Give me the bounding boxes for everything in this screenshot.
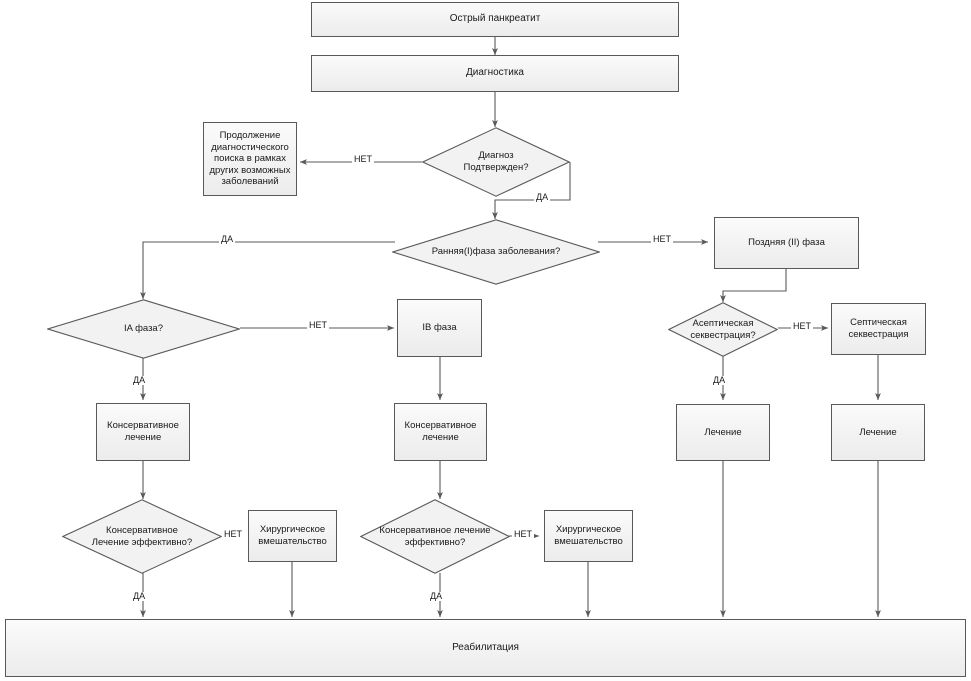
- node-label: IB фаза: [422, 322, 457, 334]
- node-diagnosis-confirmed[interactable]: Диагноз Подтвержден?: [422, 127, 570, 197]
- node-label: Поздняя (II) фаза: [748, 237, 825, 249]
- node-label: Реабилитация: [452, 641, 519, 653]
- edge-label-conservative-ia-no: НЕТ: [222, 529, 244, 539]
- node-phase-ia[interactable]: IA фаза?: [47, 299, 240, 359]
- edge-label-diagnosis-yes: ДА: [534, 192, 551, 202]
- node-aseptic-sequestration[interactable]: Асептическая секвестрация?: [668, 302, 778, 357]
- edge-label-aseptic-no: НЕТ: [791, 321, 813, 331]
- edge-label-early-phase-yes: ДА: [219, 234, 236, 244]
- node-label: Диагноз Подтвержден?: [463, 150, 529, 173]
- node-conservative-treatment-ib[interactable]: Консервативное лечение: [394, 403, 487, 461]
- node-septic-sequestration[interactable]: Септическая секвестрация: [831, 303, 926, 355]
- node-label: Хирургическое вмешательство: [258, 524, 327, 547]
- node-treatment-aseptic[interactable]: Лечение: [676, 404, 770, 461]
- edge-label-phase-ia-no: НЕТ: [307, 320, 329, 330]
- node-phase-ib[interactable]: IB фаза: [397, 299, 482, 357]
- node-label: Асептическая секвестрация?: [690, 317, 756, 341]
- node-label: Консервативное лечение: [404, 420, 477, 443]
- node-early-phase[interactable]: Ранняя(I)фаза заболевания?: [392, 219, 600, 285]
- node-label: Консервативное лечение: [107, 420, 179, 443]
- node-label: Септическая секвестрация: [848, 317, 909, 340]
- node-label: Продолжение диагностического поиска в ра…: [209, 130, 291, 188]
- edge-label-aseptic-yes: ДА: [711, 375, 728, 385]
- node-label: IA фаза?: [123, 323, 163, 335]
- node-conservative-effective-ia[interactable]: Консервативное Лечение эффективно?: [62, 499, 222, 574]
- node-label: Диагностика: [466, 67, 524, 79]
- node-label: Хирургическое вмешательство: [554, 524, 623, 547]
- edge-label-conservative-ia-yes: ДА: [131, 591, 148, 601]
- node-late-phase[interactable]: Поздняя (II) фаза: [714, 217, 859, 269]
- edge-label-early-phase-no: НЕТ: [651, 234, 673, 244]
- node-label: Консервативное лечение эффективно?: [379, 524, 491, 548]
- node-label: Ранняя(I)фаза заболевания?: [431, 246, 561, 258]
- node-rehabilitation[interactable]: Реабилитация: [5, 619, 966, 677]
- node-conservative-effective-ib[interactable]: Консервативное лечение эффективно?: [360, 499, 510, 574]
- node-treatment-septic[interactable]: Лечение: [831, 404, 925, 461]
- node-acute-pancreatitis[interactable]: Острый панкреатит: [311, 2, 679, 37]
- edge-label-conservative-ib-yes: ДА: [428, 591, 445, 601]
- node-label: Лечение: [704, 426, 742, 438]
- edge-label-phase-ia-yes: ДА: [131, 375, 148, 385]
- edge-label-conservative-ib-no: НЕТ: [512, 529, 534, 539]
- node-label: Консервативное Лечение эффективно?: [91, 524, 193, 548]
- node-surgery-ib[interactable]: Хирургическое вмешательство: [544, 510, 633, 562]
- node-surgery-ia[interactable]: Хирургическое вмешательство: [248, 510, 337, 562]
- node-label: Лечение: [859, 426, 897, 438]
- node-continue-diagnostic-search[interactable]: Продолжение диагностического поиска в ра…: [203, 122, 297, 196]
- edge-label-diagnosis-no: НЕТ: [352, 154, 374, 164]
- node-conservative-treatment-ia[interactable]: Консервативное лечение: [96, 403, 190, 461]
- node-label: Острый панкреатит: [449, 13, 541, 25]
- node-diagnostics[interactable]: Диагностика: [311, 55, 679, 92]
